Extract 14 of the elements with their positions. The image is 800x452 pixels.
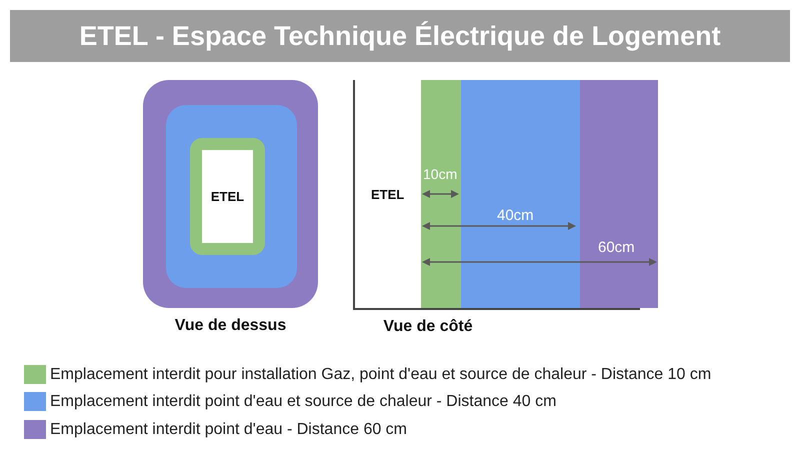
- middle-zone: [166, 105, 297, 288]
- title: ETEL - Espace Technique Électrique de Logement: [79, 20, 721, 52]
- legend-text: Emplacement interdit pour installation Gaz, point d'eau et source de chaleur - Distance 10 cm: [50, 365, 712, 384]
- legend-text: Emplacement interdit point d'eau et source de chaleur - Distance 40 cm: [50, 392, 556, 411]
- view-caption: Vue de dessus: [174, 317, 286, 335]
- dimension-label: 10cm: [423, 166, 458, 183]
- dimension-label: 40cm: [497, 207, 534, 225]
- outer-zone: [143, 80, 318, 308]
- etel-box: ETEL: [202, 150, 253, 243]
- dimension-label: 60cm: [598, 239, 635, 257]
- inner-zone: [190, 138, 265, 255]
- etel-label: ETEL: [371, 187, 404, 203]
- view-caption: Vue de côté: [383, 317, 473, 336]
- legend-text: Emplacement interdit point d'eau - Distance 60 cm: [50, 420, 408, 439]
